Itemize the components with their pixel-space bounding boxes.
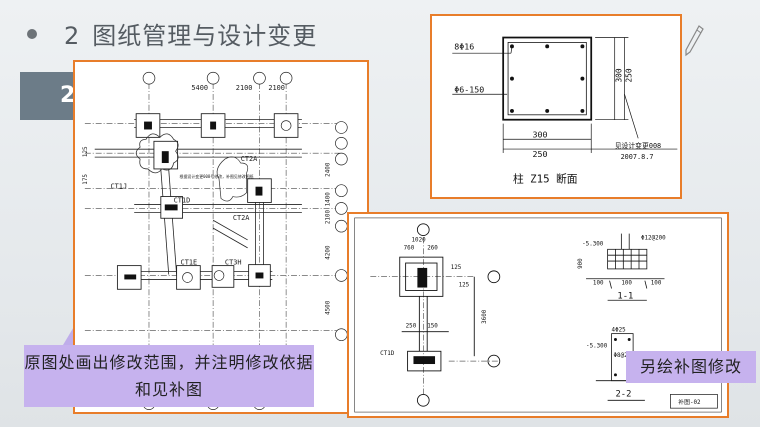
column-caption: 柱 Z15 断面 [513,172,578,185]
side-dim-3: 4200 [326,245,332,260]
label-ct3h: CT3H [225,259,242,267]
plan-note: 根据设计变更008号修改，补图见修改图纸 [180,174,254,179]
detail-note-box: 补图-02 [678,398,701,406]
detail-dim-6: 3600 [482,309,488,324]
detail-dim-5: 150 [427,324,438,330]
section-number: 2 [64,22,81,50]
detail-dim-0: 1020 [412,237,427,243]
label-ct1e: CT1E [181,259,198,267]
rebar-2: 4Φ25 [612,328,627,334]
detail-dim-2: 260 [427,245,438,251]
pencil-icon [685,25,704,57]
subsection-number: 2 [60,83,76,108]
column-section-drawing: 8Φ16 Φ6-150 300 250 见设计变更008 2007.8.7 柱 … [452,36,678,185]
dim-side: 900 [578,258,584,269]
change-date: 2007.8.7 [621,153,654,161]
height-label: 300 [615,68,624,82]
elev-2: -5.300 [586,343,608,349]
bullet-dot [27,29,37,39]
plan-drawing: 5400 2100 2100 CT2A CT1J CT1D CT2A CT1E … [83,71,348,410]
detail-dim-4: 250 [406,324,417,330]
dim-top-2: 2100 [268,84,285,92]
side-dim-4: 4500 [326,300,332,315]
section-1-label: 1-1 [617,291,633,301]
section-title: 图纸管理与设计变更 [92,22,318,50]
callout-left: 原图处画出修改范围，并注明修改依据和见补图 [24,345,314,407]
subsection-bar: 2 [20,72,80,120]
detail-dim-7: 125 [459,283,470,289]
dim-top-1: 2100 [236,84,253,92]
side-dim-2: 2100 [326,210,332,225]
detail-drawing-frame: 1020 760 260 125 250 150 CT1D 125 3600 [347,212,729,418]
side-dim-0: 2400 [326,162,332,177]
column-section-frame: 8Φ16 Φ6-150 300 250 见设计变更008 2007.8.7 柱 … [430,14,682,199]
dim-1-1: 100 [621,281,632,287]
label-ct1j: CT1J [111,183,128,191]
left-dim-1: 175 [83,174,89,185]
callout-right: 另绘补图修改 [626,351,756,383]
left-dim-0: 125 [83,146,89,157]
dim-1-2: 100 [651,281,662,287]
dim-top-0: 5400 [191,84,208,92]
label-ct1d: CT1D [174,196,191,204]
label-ct2a-mid: CT2A [233,214,250,222]
stirrup: Φ6-150 [454,84,484,94]
change-ref: 见设计变更008 [615,141,661,150]
label-ct2a-top: CT2A [241,155,258,163]
detail-dim-1: 760 [404,245,415,251]
dim-1-0: 100 [593,281,604,287]
page-title: 2 图纸管理与设计变更 [64,16,317,51]
width-lower: 250 [533,149,548,159]
elev-1: -5.300 [582,241,604,247]
detail-ct-label: CT1D [380,351,395,357]
detail-dim-3: 125 [451,265,462,271]
detail-drawing: 1020 760 260 125 250 150 CT1D 125 3600 [354,217,722,413]
height-side: 250 [624,68,633,82]
rebar-1: Φ12@200 [641,235,666,241]
section-2-label: 2-2 [615,389,631,399]
width-label: 300 [533,129,548,139]
side-dim-1: 1400 [326,192,332,207]
rebar-main: 8Φ16 [454,41,474,51]
